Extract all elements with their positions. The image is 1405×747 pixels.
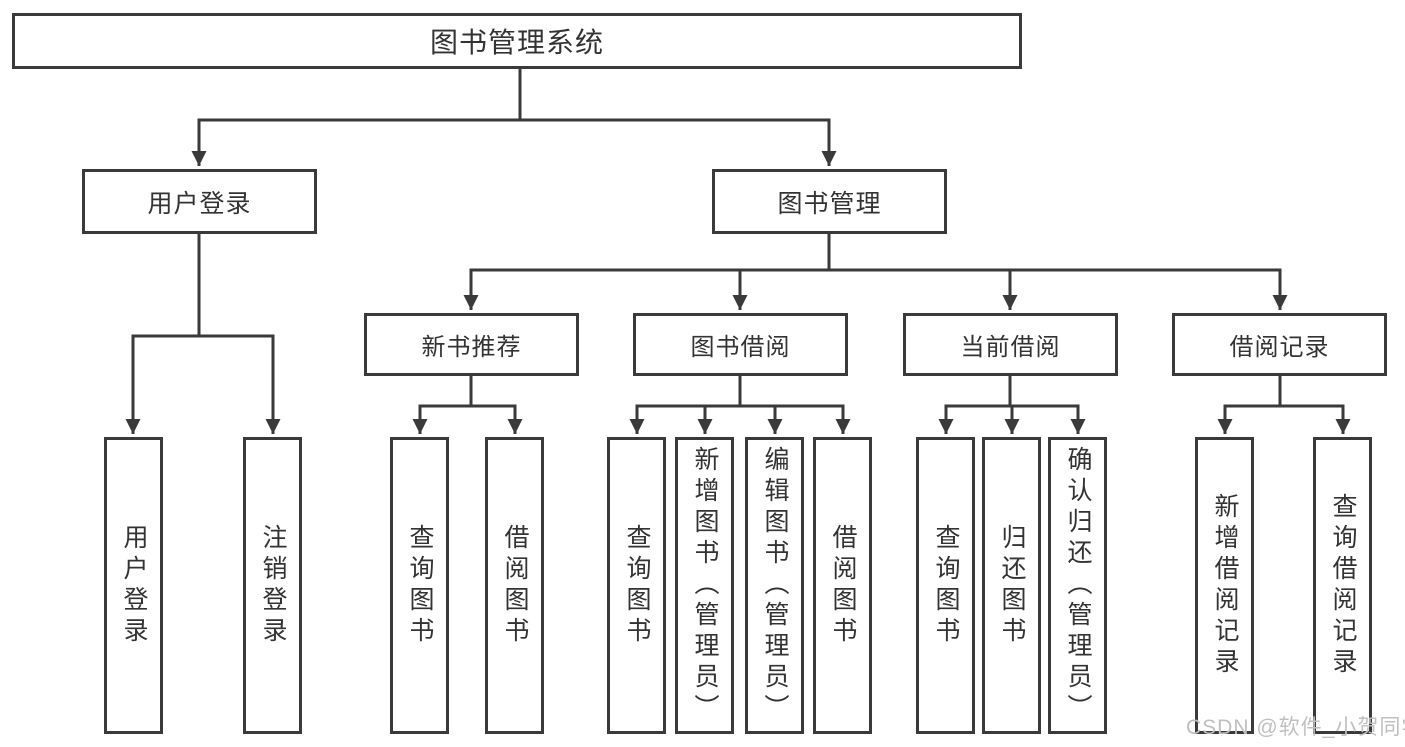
leaf-label: 注销登录 (259, 523, 287, 648)
node-logout: 注销登录 (243, 437, 302, 734)
leaf-label: 查询图书 (623, 523, 651, 648)
node-confirm-return-admin: 确认归还（管理员） (1048, 437, 1107, 734)
leaf-label: 查询借阅记录 (1329, 492, 1357, 679)
leaf-label: 新增图书（管理员） (691, 446, 719, 725)
node-query-borrow-record: 查询借阅记录 (1313, 437, 1372, 734)
node-borrow-books-recommend: 借阅图书 (485, 437, 544, 734)
leaf-label: 编辑图书（管理员） (761, 446, 789, 725)
node-current-borrowing: 当前借阅 (903, 313, 1118, 376)
leaf-label: 归还图书 (998, 523, 1026, 648)
node-add-borrow-record: 新增借阅记录 (1195, 437, 1254, 734)
node-return-books: 归还图书 (982, 437, 1041, 734)
node-edit-books-admin: 编辑图书（管理员） (745, 437, 804, 734)
leaf-label: 用户登录 (120, 523, 148, 648)
node-query-books-borrowing: 查询图书 (607, 437, 666, 734)
csdn-watermark: CSDN @软件_小贺同学 (1186, 716, 1405, 739)
node-user-login: 用户登录 (82, 169, 317, 234)
node-book-borrowing: 图书借阅 (633, 313, 848, 376)
edge-group (125, 68, 1351, 434)
leaf-label: 查询图书 (406, 523, 434, 648)
node-query-books-recommend: 查询图书 (390, 437, 449, 734)
leaf-label: 借阅图书 (501, 523, 529, 648)
leaf-label: 新增借阅记录 (1211, 492, 1239, 679)
node-user-login-leaf: 用户登录 (104, 437, 163, 734)
node-add-books-admin: 新增图书（管理员） (675, 437, 734, 734)
node-borrow-books: 借阅图书 (813, 437, 872, 734)
node-query-books-current: 查询图书 (916, 437, 975, 734)
node-borrowing-records: 借阅记录 (1172, 313, 1387, 376)
node-book-management: 图书管理 (712, 169, 947, 234)
node-library-system: 图书管理系统 (12, 13, 1022, 69)
node-new-book-recommend: 新书推荐 (364, 313, 579, 376)
leaf-label: 借阅图书 (829, 523, 857, 648)
leaf-label: 查询图书 (932, 523, 960, 648)
leaf-label: 确认归还（管理员） (1064, 446, 1092, 725)
